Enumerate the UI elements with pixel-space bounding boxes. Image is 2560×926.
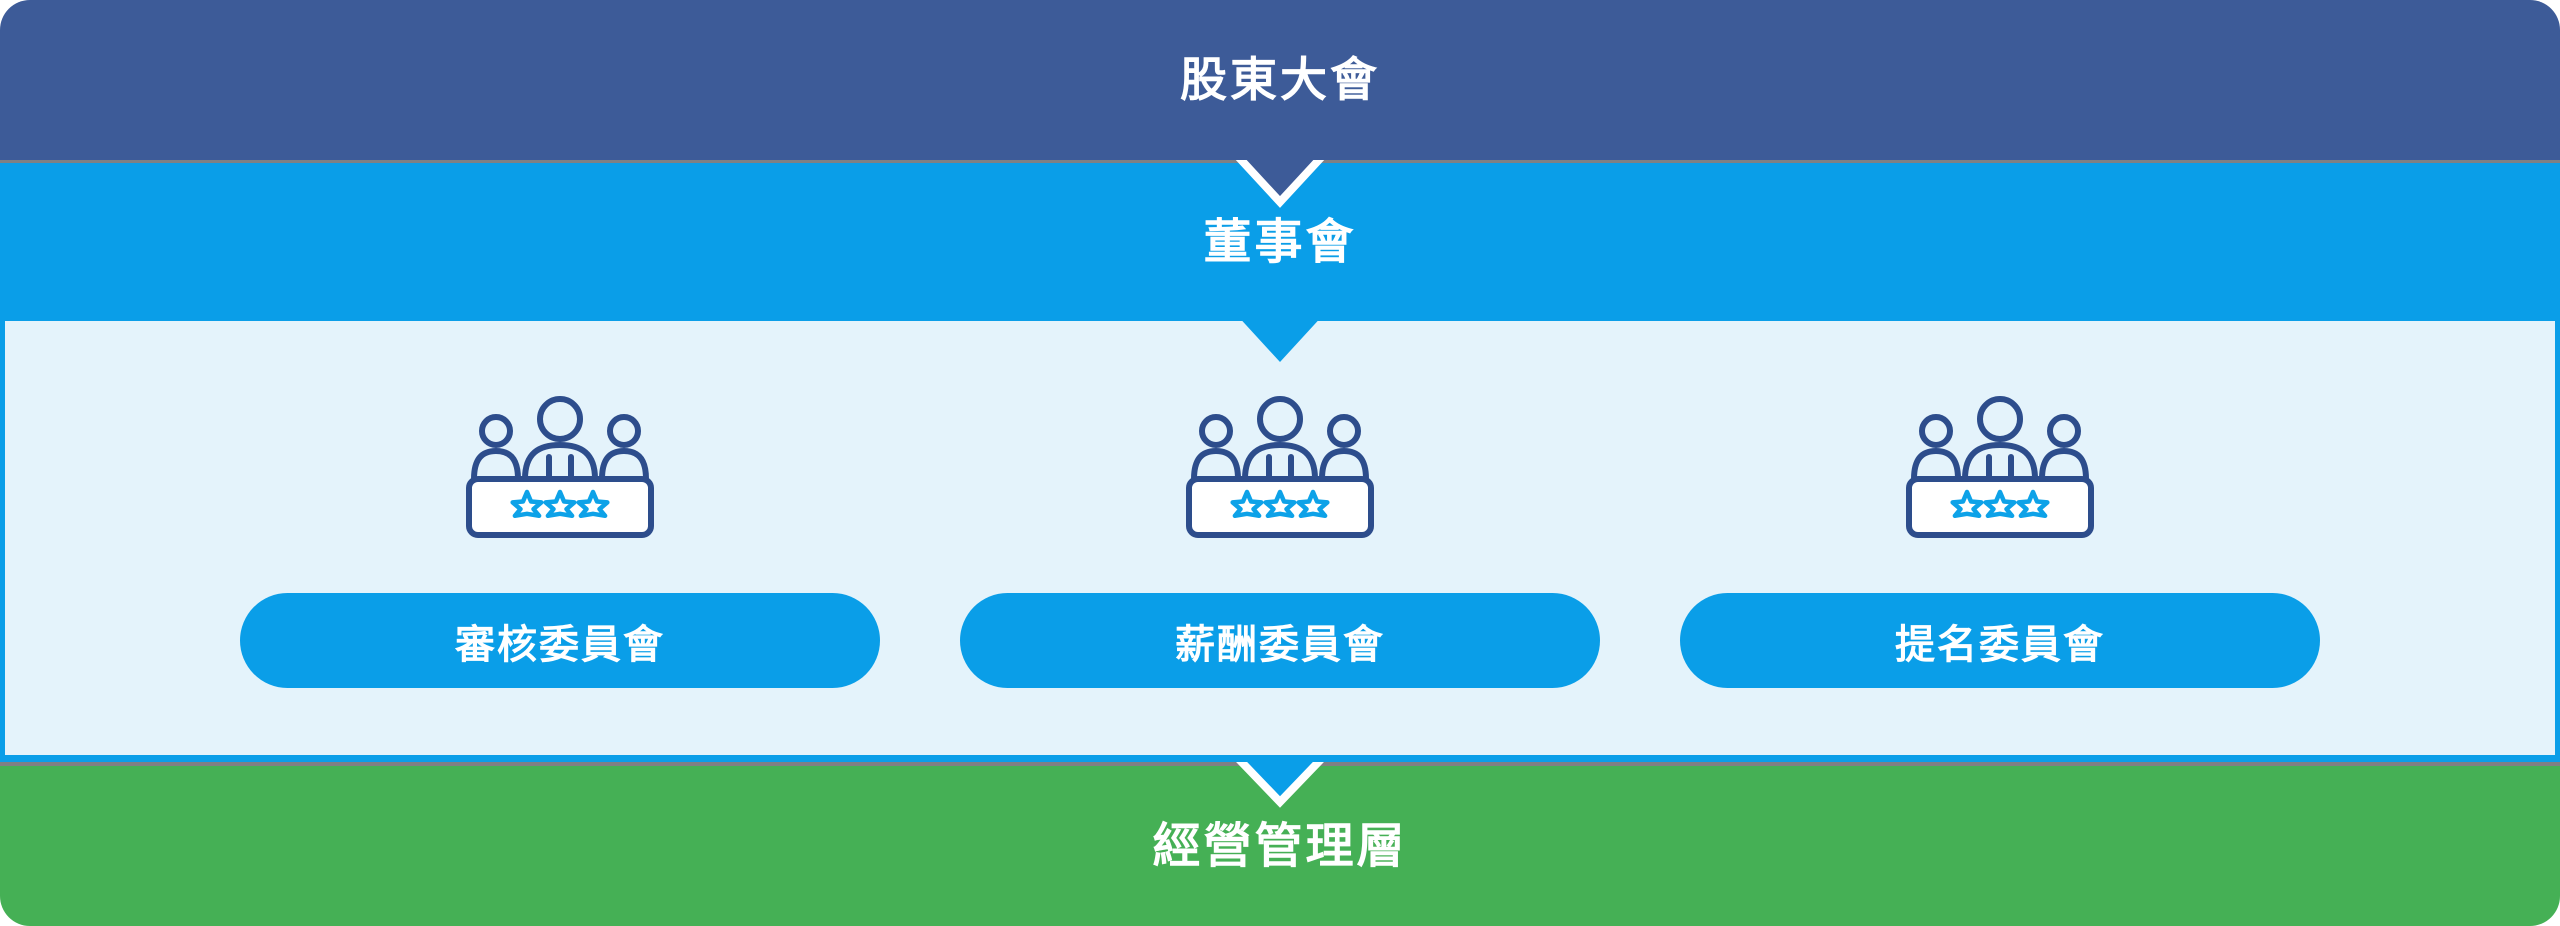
committee-column-remuneration: 薪酬委員會 [960, 393, 1600, 688]
arrow-down-icon [1236, 762, 1324, 808]
board-label: 董事會 [1203, 214, 1357, 270]
arrow-down-icon [1235, 160, 1325, 208]
committees-panel: 審核委員會 薪酬委 [0, 321, 2560, 762]
committee-members-icon [465, 393, 655, 538]
management-label: 經營管理層 [1152, 818, 1408, 874]
shareholders-label: 股東大會 [1180, 52, 1380, 108]
committee-column-nomination: 提名委員會 [1680, 393, 2320, 688]
nomination-committee-pill: 提名委員會 [1680, 593, 2320, 688]
arrow-down-icon [1242, 321, 1318, 362]
nomination-committee-label: 提名委員會 [1895, 621, 2105, 668]
committee-members-icon [1185, 393, 1375, 538]
committee-members-icon [1905, 393, 2095, 538]
audit-committee-pill: 審核委員會 [240, 593, 880, 688]
remuneration-committee-label: 薪酬委員會 [1175, 621, 1385, 668]
committee-column-audit: 審核委員會 [240, 393, 880, 688]
remuneration-committee-pill: 薪酬委員會 [960, 593, 1600, 688]
shareholders-band: 股東大會 [0, 0, 2560, 160]
audit-committee-label: 審核委員會 [455, 621, 665, 668]
